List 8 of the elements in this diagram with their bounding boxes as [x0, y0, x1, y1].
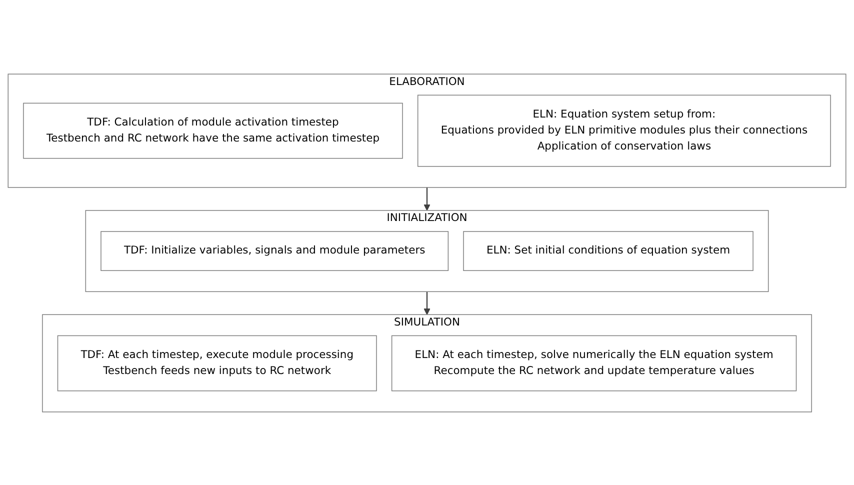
node-box: ELN: At each timestep, solve numerically the ELN equation system Recompute the RC network and update temperature values	[391, 334, 797, 391]
node-box: ELN: Set initial conditions of equation system	[463, 230, 754, 270]
node-box: TDF: At each timestep, execute module processing Testbench feeds new inputs to RC network	[57, 334, 377, 391]
node-box: ELN: Equation system setup from: Equations provided by ELN primitive modules plus their connections Application of conservation laws	[417, 94, 831, 166]
node-box: TDF: Initialize variables, signals and module parameters	[100, 230, 449, 270]
node-box: TDF: Calculation of module activation timestep Testbench and RC network have the same activation timestep	[23, 102, 403, 158]
arrow	[424, 186, 430, 210]
arrow	[424, 291, 430, 314]
